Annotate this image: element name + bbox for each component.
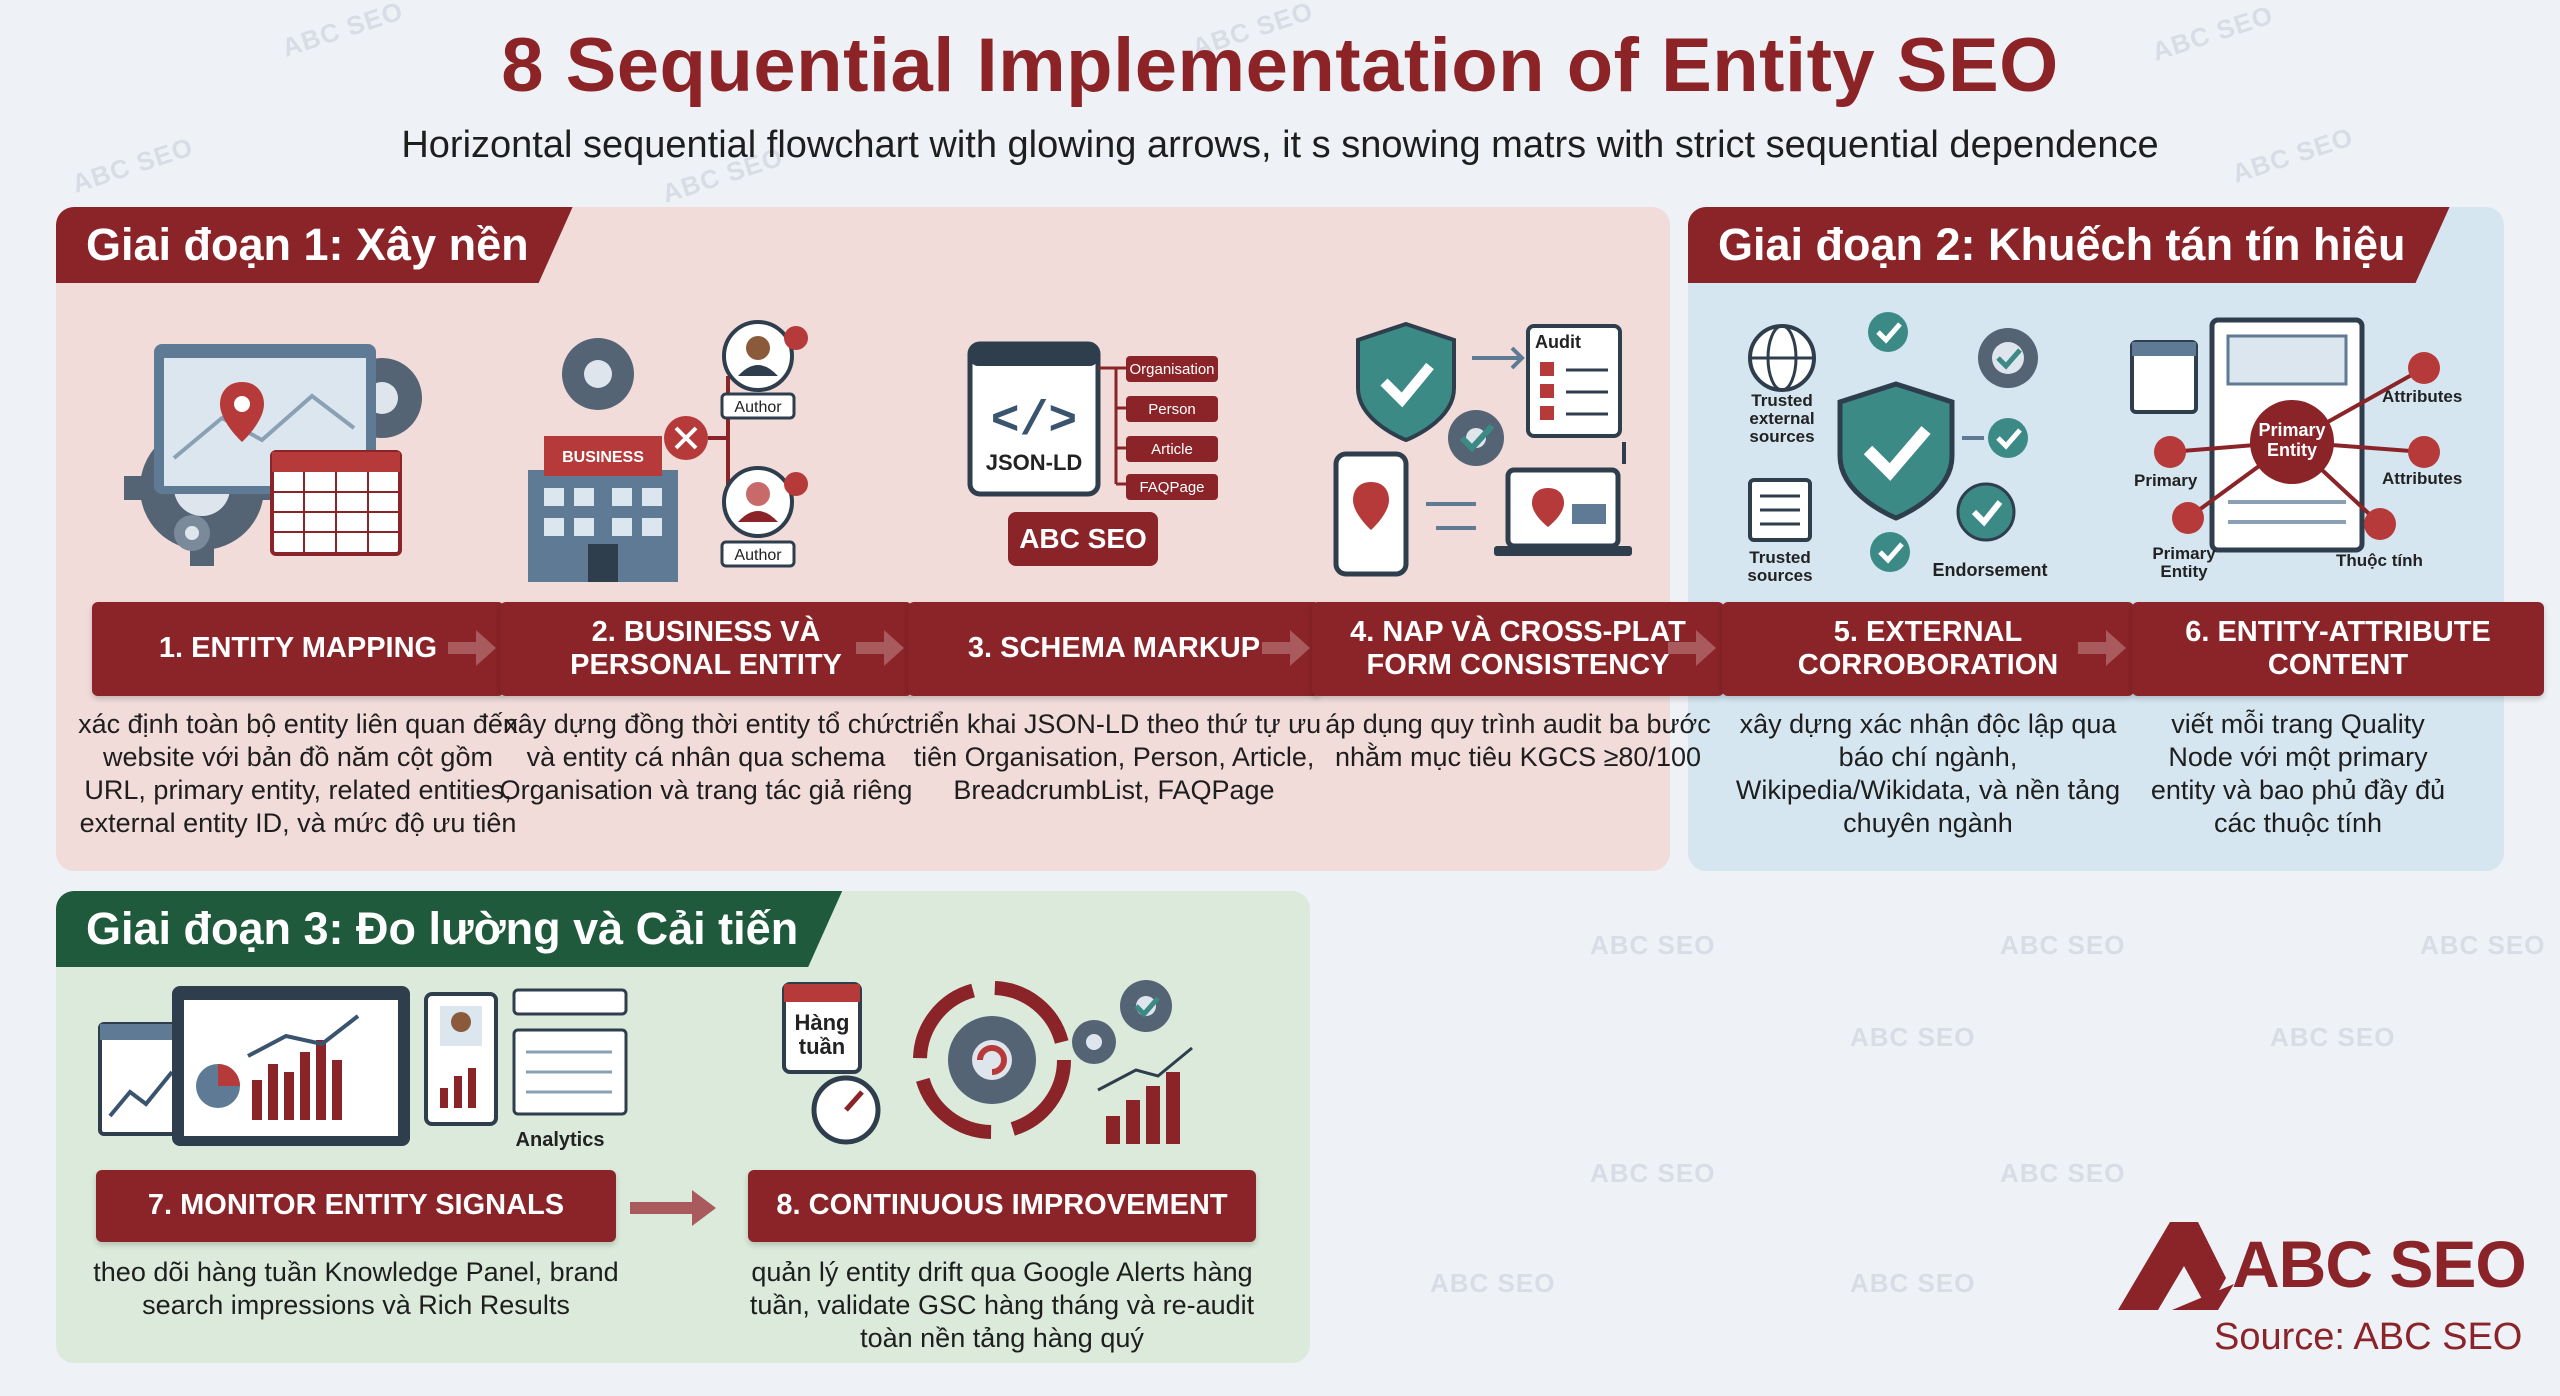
watermark-text: ABC SEO	[2270, 1022, 2396, 1052]
json-ld-icon: </> JSON-LD Organisation Person Article …	[967, 341, 1218, 566]
arrow-right-icon	[856, 630, 904, 666]
attributes-label: Attributes	[2382, 469, 2462, 488]
audit-label: Audit	[1535, 332, 1581, 352]
step-5-title: 5. EXTERNAL CORROBORATION	[1797, 615, 2059, 681]
code-glyph: </>	[991, 395, 1077, 449]
abc-seo-logo	[2118, 1222, 2234, 1310]
watermark-text: ABC SEO	[2000, 930, 2126, 960]
phase-3-header: Giai đoạn 3: Đo lường và Cải tiến	[56, 891, 842, 967]
page-subtitle: Horizontal sequential flowchart with glo…	[401, 124, 2159, 166]
business-label: BUSINESS	[562, 449, 644, 466]
step-4-box: 4. NAP VÀ CROSS-PLAT FORM CONSISTENCY	[1312, 602, 1724, 696]
schema-tag-faqpage: FAQPage	[1139, 479, 1204, 496]
abc-seo-badge: ABC SEO	[1019, 523, 1147, 554]
step-8-title: 8. CONTINUOUS IMPROVEMENT	[776, 1189, 1228, 1222]
watermark-text: ABC SEO	[2420, 930, 2546, 960]
hang-tuan-label: Hàng	[795, 1010, 850, 1035]
author-label: Author	[734, 547, 782, 564]
watermark-text: ABC SEO	[1850, 1268, 1976, 1298]
endorsement-label: Endorsement	[1932, 560, 2047, 580]
step-3-box: 3. SCHEMA MARKUP	[908, 602, 1320, 696]
step-1-box: 1. ENTITY MAPPING	[92, 602, 504, 696]
entity-map-icon	[124, 344, 422, 566]
analytics-dashboard-icon: Analytics	[98, 986, 628, 1151]
step-1-title: 1. ENTITY MAPPING	[158, 632, 438, 665]
step-7-description: theo dõi hàng tuần Knowledge Panel, bran…	[93, 1257, 619, 1320]
watermark-text: ABC SEO	[1590, 930, 1716, 960]
phase-1-header: Giai đoạn 1: Xây nền	[56, 207, 573, 283]
step-5-box: 5. EXTERNAL CORROBORATION	[1722, 602, 2134, 696]
analytics-label: Analytics	[516, 1129, 605, 1151]
step-6-title: 6. ENTITY-ATTRIBUTE CONTENT	[2185, 615, 2491, 681]
step-6-box: 6. ENTITY-ATTRIBUTE CONTENT	[2132, 602, 2544, 696]
step-8-box: 8. CONTINUOUS IMPROVEMENT	[748, 1170, 1256, 1242]
step-2-description: xây dựng đồng thời entity tổ chức và ent…	[499, 709, 913, 805]
step-3-description: triển khai JSON-LD theo thứ tự ưu tiên O…	[906, 709, 1322, 805]
hang-tuan-label-2: tuần	[799, 1034, 845, 1059]
step-4-title: 4. NAP VÀ CROSS-PLAT FORM CONSISTENCY	[1350, 615, 1686, 681]
watermark-text: ABC SEO	[1430, 1268, 1556, 1298]
step-7-box: 7. MONITOR ENTITY SIGNALS	[96, 1170, 616, 1242]
schema-tag-article: Article	[1151, 441, 1193, 458]
watermark-text: ABC SEO	[2000, 1158, 2126, 1188]
watermark-text: ABC SEO	[1850, 1022, 1976, 1052]
schema-tag-organisation: Organisation	[1129, 361, 1214, 378]
arrow-right-icon	[1668, 630, 1716, 666]
source-credit: Source: ABC SEO	[2214, 1316, 2523, 1358]
nap-audit-icon: Audit	[1333, 321, 1632, 577]
phase-2-panel: Giai đoạn 2: Khuếch tán tín hiệu	[1688, 207, 2504, 871]
brand-name: ABC SEO	[2232, 1227, 2527, 1301]
arrow-right-icon	[1262, 630, 1310, 666]
business-author-icon: BUSINESS Author Author	[528, 320, 808, 582]
arrow-right-icon	[2078, 630, 2126, 666]
thuoc-tinh-label: Thuộc tính	[2336, 551, 2423, 570]
step-1-description: xác định toàn bộ entity liên quan đến we…	[78, 709, 518, 838]
author-label: Author	[734, 399, 782, 416]
step-6-description: viết mỗi trang Quality Node với một prim…	[2150, 709, 2446, 838]
step-8-description: quản lý entity drift qua Google Alerts h…	[749, 1257, 1255, 1353]
arrow-right-icon	[630, 1190, 716, 1226]
arrow-right-icon	[448, 630, 496, 666]
json-ld-label: JSON-LD	[986, 450, 1083, 475]
watermark-text: ABC SEO	[1590, 1158, 1716, 1188]
step-2-title: 2. BUSINESS VÀ PERSONAL ENTITY	[570, 615, 842, 681]
step-3-title: 3. SCHEMA MARKUP	[967, 632, 1261, 665]
attributes-label: Attributes	[2382, 387, 2462, 406]
schema-tag-person: Person	[1148, 401, 1196, 418]
step-7-title: 7. MONITOR ENTITY SIGNALS	[147, 1189, 565, 1222]
step-4-description: áp dụng quy trình audit ba bước nhằm mục…	[1325, 709, 1711, 772]
page-title: 8 Sequential Implementation of Entity SE…	[501, 23, 2059, 108]
primary-label: Primary	[2134, 471, 2198, 490]
step-2-box: 2. BUSINESS VÀ PERSONAL ENTITY	[500, 602, 912, 696]
step-5-description: xây dựng xác nhận độc lập qua báo chí ng…	[1735, 709, 2121, 838]
continuous-improvement-icon: Hàng tuần	[782, 980, 1193, 1145]
phase-2-header: Giai đoạn 2: Khuếch tán tín hiệu	[1688, 207, 2450, 283]
